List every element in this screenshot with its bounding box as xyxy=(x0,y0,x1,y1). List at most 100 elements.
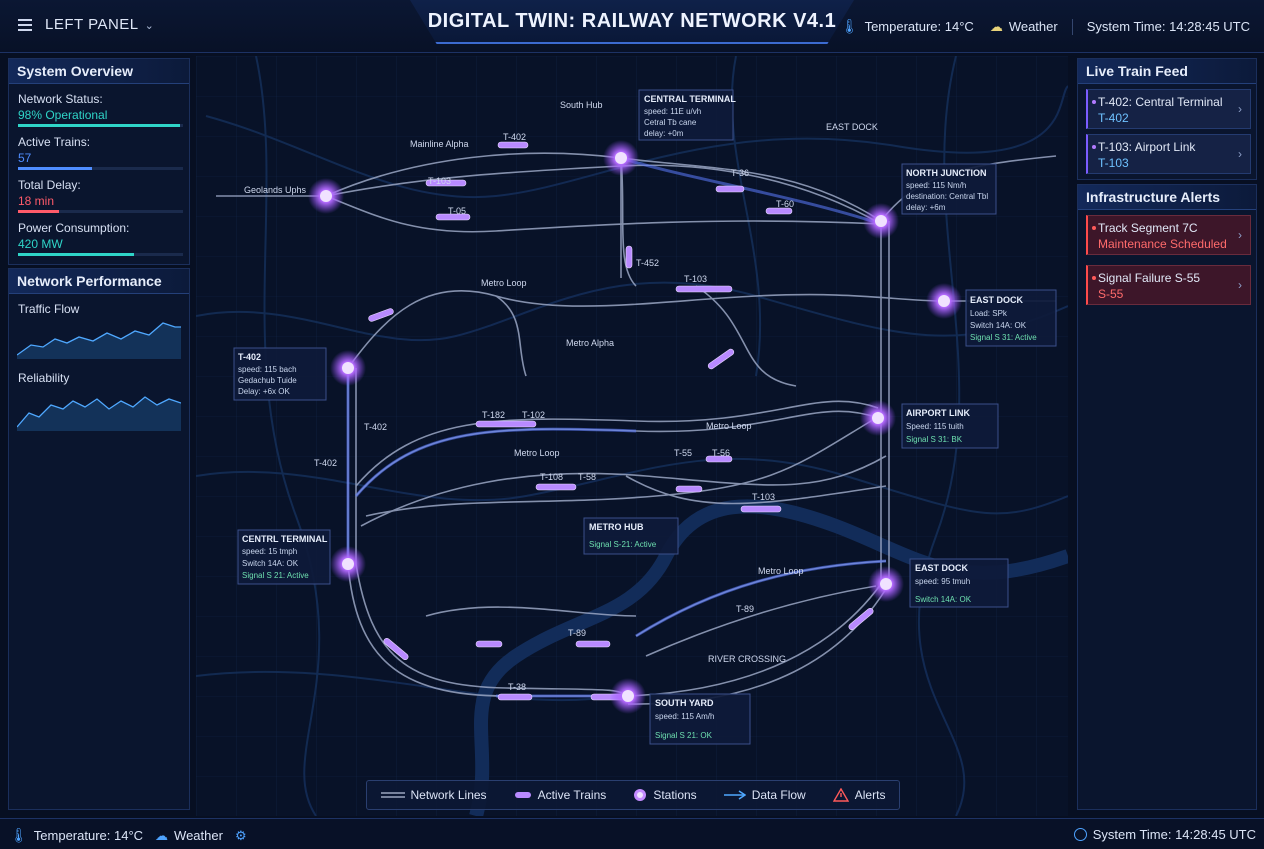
train-label: T-103 xyxy=(684,274,707,284)
train-label: T-102 xyxy=(522,410,545,420)
callout-line: speed: 115 Am/h xyxy=(655,712,714,721)
legend-data-flow: Data Flow xyxy=(723,788,806,802)
callout-east-dock-1[interactable]: EAST DOCK Load: SPk Switch 14A: OK Signa… xyxy=(965,289,1057,347)
legend-label: Network Lines xyxy=(410,788,487,802)
item-subtitle: T-402 xyxy=(1098,111,1129,125)
callout-line: speed: 11E u/vh xyxy=(644,107,701,116)
item-subtitle: T-103 xyxy=(1098,156,1129,170)
metric-value: 98% Operational xyxy=(18,108,108,122)
metric-bar xyxy=(18,167,183,170)
infrastructure-alerts-title: Infrastructure Alerts xyxy=(1078,185,1256,210)
callout-metro-hub[interactable]: METRO HUB Signal S-21: Active xyxy=(583,517,679,555)
chevron-right-icon: › xyxy=(1238,102,1242,116)
callout-airport-link[interactable]: AIRPORT LINK Speed: 115 tuith Signal S 3… xyxy=(901,403,999,449)
map-legend: Network Lines Active Trains Stations Dat… xyxy=(366,780,900,810)
train-label: T-103 xyxy=(752,492,775,502)
stations[interactable] xyxy=(308,140,962,714)
legend-label: Data Flow xyxy=(751,788,806,802)
callout-line: speed: 15 tmph xyxy=(242,547,297,556)
callout-line: Speed: 115 tuith xyxy=(906,422,964,431)
callout-central-left[interactable]: CENTRL TERMINAL speed: 15 tmph Switch 14… xyxy=(237,529,331,585)
system-overview-panel: System Overview Network Status:98% Opera… xyxy=(8,58,190,265)
metric-bar-fill xyxy=(18,124,180,127)
label-mainline-alpha: Mainline Alpha xyxy=(410,139,469,149)
metric-item: Active Trains:57 xyxy=(18,135,183,170)
callout-title: METRO HUB xyxy=(589,522,644,532)
metric-label: Total Delay: xyxy=(18,178,81,192)
callout-title: NORTH JUNCTION xyxy=(906,168,987,178)
train-label: T-89 xyxy=(736,604,754,614)
station-north-junction[interactable] xyxy=(863,203,899,239)
reliability-line xyxy=(17,396,181,428)
callout-line: Delay: +6x OK xyxy=(238,387,290,396)
station-central-terminal[interactable] xyxy=(603,140,639,176)
metric-bar xyxy=(18,124,183,127)
label-east-dock-small: EAST DOCK xyxy=(826,122,878,132)
callout-south-yard[interactable]: SOUTH YARD speed: 115 Am/h Signal S 21: … xyxy=(649,693,751,745)
callout-north-junction[interactable]: NORTH JUNCTION speed: 115 Nm/h destinati… xyxy=(901,163,997,215)
callout-title: SOUTH YARD xyxy=(655,698,714,708)
system-overview-title: System Overview xyxy=(9,59,189,84)
train-label: T-38 xyxy=(508,682,526,692)
menu-icon[interactable] xyxy=(18,19,32,31)
header-status: 🌡︎ Temperature: 14°C ☁︎ Weather System T… xyxy=(841,18,1250,35)
station-west[interactable] xyxy=(308,178,344,214)
legend-alerts: Alerts xyxy=(832,788,885,802)
status-bar-left: 🌡︎ Temperature: 14°C ☁︎ Weather ⚙ xyxy=(10,827,247,844)
live-train-feed-title: Live Train Feed xyxy=(1078,59,1256,84)
top-bar: LEFT PANEL⌄ DIGITAL TWIN: RAILWAY NETWOR… xyxy=(0,0,1264,53)
callout-line: Signal S-21: Active xyxy=(589,540,657,549)
callout-title: CENTRL TERMINAL xyxy=(242,534,328,544)
status-dot-icon xyxy=(1092,145,1096,149)
header-system-time: System Time: 14:28:45 UTC xyxy=(1086,19,1250,34)
traffic-flow-sparkline xyxy=(17,322,181,359)
gear-icon[interactable]: ⚙ xyxy=(234,827,247,843)
header-temperature: Temperature: 14°C xyxy=(864,19,974,34)
station-t402[interactable] xyxy=(330,350,366,386)
network-lines-icon xyxy=(380,792,405,798)
callout-line: Cetral Tb cane xyxy=(644,118,697,127)
header-divider xyxy=(1071,18,1073,35)
train-label: T-36 xyxy=(731,168,749,178)
station-central-left[interactable] xyxy=(330,546,366,582)
callout-t402[interactable]: T-402 speed: 115 bach Gedachub Tuide Del… xyxy=(233,347,327,401)
callout-central-top[interactable]: CENTRAL TERMINAL speed: 11E u/vh Cetral … xyxy=(638,89,736,141)
callout-title: AIRPORT LINK xyxy=(906,408,970,418)
label-metro-alpha: Metro Alpha xyxy=(566,338,614,348)
line-labels: Mainline Alpha Geolands Uphs Metro Loop … xyxy=(244,100,878,664)
train-label: T-89 xyxy=(568,628,586,638)
alert-dot-icon xyxy=(1092,276,1096,280)
status-bar-right: System Time: 14:28:45 UTC xyxy=(1073,827,1256,842)
status-bar: 🌡︎ Temperature: 14°C ☁︎ Weather ⚙ System… xyxy=(0,818,1264,849)
callout-line: destination: Central Tbl xyxy=(906,192,988,201)
station-airport-link[interactable] xyxy=(860,400,896,436)
metric-bar-fill xyxy=(18,167,93,170)
callout-line: delay: +0m xyxy=(644,129,684,138)
train-label: T-452 xyxy=(636,258,659,268)
callout-line: delay: +6m xyxy=(906,203,946,212)
legend-stations: Stations xyxy=(633,788,697,802)
traffic-flow-area xyxy=(17,323,181,359)
left-panel-toggle[interactable]: LEFT PANEL⌄ xyxy=(45,16,154,33)
callout-line: speed: 95 tmuh xyxy=(915,577,970,586)
reliability-sparkline xyxy=(17,396,181,431)
station-south-yard[interactable] xyxy=(610,678,646,714)
station-east-dock[interactable] xyxy=(926,283,962,319)
left-panel-label: LEFT PANEL xyxy=(45,16,139,33)
callout-line: Signal S 21: Active xyxy=(242,571,309,580)
railway-network-map[interactable]: Mainline Alpha Geolands Uphs Metro Loop … xyxy=(196,56,1068,816)
metric-bar xyxy=(18,210,183,213)
station-east-dock-south[interactable] xyxy=(868,566,904,602)
callout-east-dock-2[interactable]: EAST DOCK speed: 95 tmuh Switch 14A: OK xyxy=(909,558,1009,608)
callout-line: Load: SPk xyxy=(970,309,1008,318)
item-subtitle: S-55 xyxy=(1098,287,1124,301)
metric-bar xyxy=(18,253,183,256)
label-goldlands: Geolands Uphs xyxy=(244,185,307,195)
arrow-right-icon xyxy=(723,790,746,800)
train-label: T-60 xyxy=(776,199,794,209)
callout-line: Signal S 31: BK xyxy=(906,435,963,444)
